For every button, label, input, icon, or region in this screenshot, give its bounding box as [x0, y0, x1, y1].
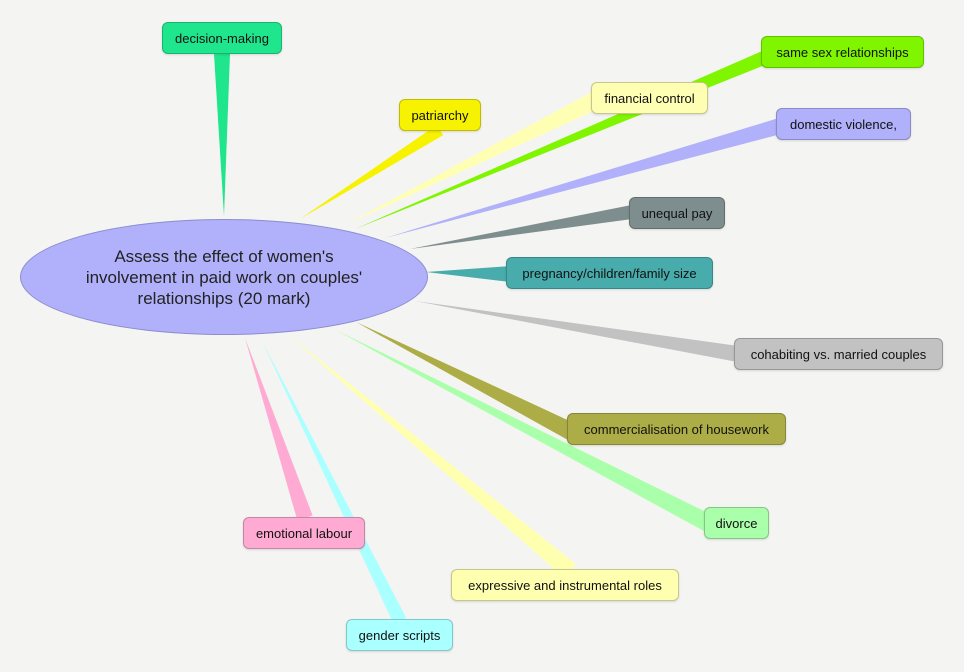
branch-6	[426, 266, 511, 282]
node-label: financial control	[604, 90, 695, 106]
node-same-sex-relationships[interactable]: same sex relationships	[761, 36, 924, 68]
node-label: expressive and instrumental roles	[468, 577, 662, 593]
node-label: pregnancy/children/family size	[522, 265, 697, 281]
node-label: emotional labour	[255, 525, 353, 541]
node-label: cohabiting vs. married couples	[750, 346, 927, 362]
branch-9	[336, 330, 713, 531]
node-patriarchy[interactable]: patriarchy	[399, 99, 481, 131]
node-label: patriarchy	[411, 107, 469, 123]
branch-0	[214, 53, 230, 216]
node-commercialisation-of-housework[interactable]: commercialisation of housework	[567, 413, 786, 445]
node-label: same sex relationships	[776, 44, 909, 60]
node-unequal-pay[interactable]: unequal pay	[629, 197, 725, 229]
node-decision-making[interactable]: decision-making	[162, 22, 282, 54]
branch-8	[356, 322, 577, 441]
branch-2	[345, 91, 601, 225]
node-gender-scripts[interactable]: gender scripts	[346, 619, 453, 651]
central-topic[interactable]: Assess the effect of women's involvement…	[20, 219, 428, 335]
branch-7	[415, 301, 740, 362]
branch-1	[300, 124, 444, 219]
node-emotional-labour[interactable]: emotional labour	[243, 517, 365, 549]
branch-10	[290, 336, 576, 578]
node-label: domestic violence,	[790, 116, 897, 132]
node-label: gender scripts	[358, 627, 441, 643]
node-label: divorce	[715, 515, 758, 531]
node-expressive-instrumental-roles[interactable]: expressive and instrumental roles	[451, 569, 679, 601]
branch-4	[385, 118, 783, 238]
node-label: decision-making	[175, 30, 269, 46]
branch-5	[410, 205, 634, 249]
branch-11	[245, 338, 313, 521]
node-domestic-violence[interactable]: domestic violence,	[776, 108, 911, 140]
central-topic-label: Assess the effect of women's involvement…	[85, 246, 363, 308]
branch-12	[262, 341, 407, 625]
node-pregnancy-children-family-size[interactable]: pregnancy/children/family size	[506, 257, 713, 289]
node-cohabiting-vs-married[interactable]: cohabiting vs. married couples	[734, 338, 943, 370]
node-financial-control[interactable]: financial control	[591, 82, 708, 114]
node-label: commercialisation of housework	[584, 421, 769, 437]
node-divorce[interactable]: divorce	[704, 507, 769, 539]
node-label: unequal pay	[641, 205, 713, 221]
